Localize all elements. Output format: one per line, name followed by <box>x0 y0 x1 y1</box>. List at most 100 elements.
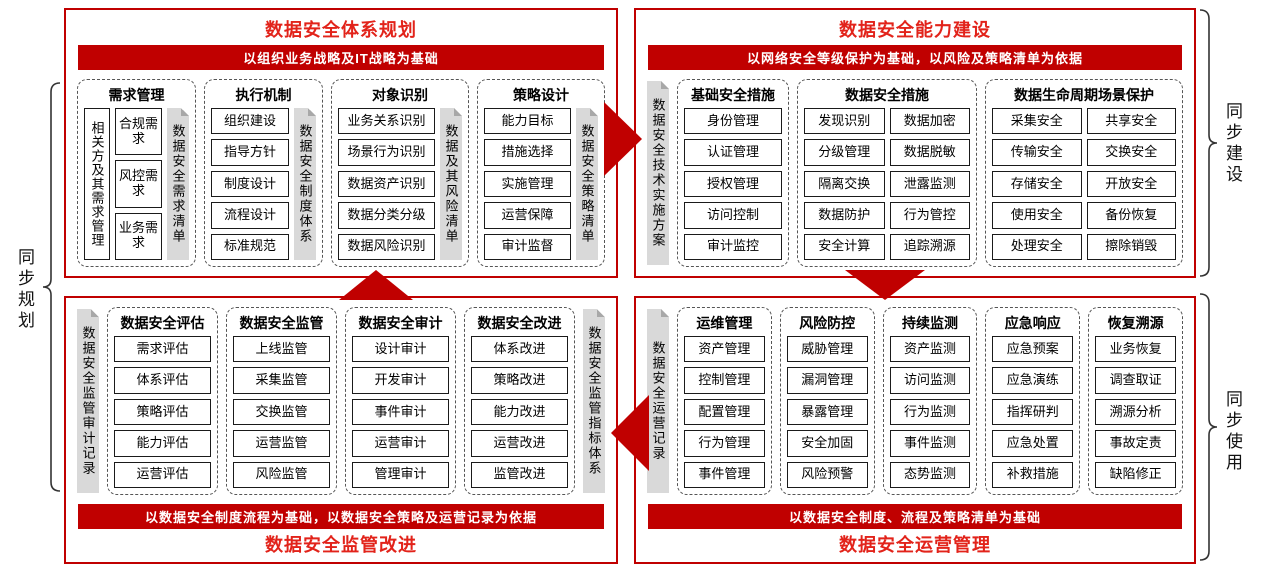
group-header: 恢复溯源 <box>1107 315 1164 331</box>
output-list-bar: 数据安全策略清单 <box>576 108 598 260</box>
group-header: 数据安全评估 <box>120 315 205 331</box>
group-header: 风险防控 <box>799 315 856 331</box>
group-strategy-design: 策略设计 能力目标 措施选择 实施管理 运营保障 审计监督 数据安全策略清单 <box>477 79 605 267</box>
item-box: 隔离交换 <box>804 170 885 198</box>
output-list-bar: 数据安全需求清单 <box>167 108 189 260</box>
quadrant-operations-management: 数据安全运营记录 运维管理 资产管理 控制管理 配置管理 行为管理 事件管理 风… <box>634 296 1196 564</box>
item-box: 访问控制 <box>684 202 782 229</box>
group-header: 数据安全改进 <box>477 315 562 331</box>
groups-row: 数据安全运营记录 运维管理 资产管理 控制管理 配置管理 行为管理 事件管理 风… <box>636 298 1194 504</box>
item-box: 运营评估 <box>114 461 211 489</box>
audit-records-bar: 数据安全监管审计记录 <box>77 309 99 493</box>
item-box: 共享安全 <box>1086 108 1176 135</box>
item-box: 事件管理 <box>684 461 765 489</box>
group-header: 应急响应 <box>1004 315 1061 331</box>
item-box: 威胁管理 <box>786 336 868 363</box>
item-box: 事故定责 <box>1095 430 1176 457</box>
groups-row: 数据安全监管审计记录 数据安全评估 需求评估 体系评估 策略评估 能力评估 运营… <box>66 298 616 504</box>
item-box: 策略评估 <box>114 398 211 426</box>
item-box: 认证管理 <box>684 139 782 166</box>
groups-row: 数据安全技术实施方案 基础安全措施 身份管理 认证管理 授权管理 访问控制 审计… <box>636 70 1194 276</box>
stakeholder-requirements-box: 相关方及其需求管理 <box>84 108 110 260</box>
group-execution: 执行机制 组织建设 指导方针 制度设计 流程设计 标准规范 数据安全制度体系 <box>204 79 323 267</box>
item-box: 体系改进 <box>471 336 568 363</box>
group-header: 需求管理 <box>108 87 165 103</box>
operation-records-bar: 数据安全运营记录 <box>647 309 669 493</box>
item-box: 业务关系识别 <box>338 108 435 135</box>
item-box: 交换监管 <box>233 398 330 426</box>
item-box: 采集安全 <box>992 108 1082 135</box>
item-box: 使用安全 <box>992 202 1082 229</box>
item-box: 备份恢复 <box>1086 202 1176 229</box>
group-header: 持续监测 <box>901 315 958 331</box>
item-box: 追踪溯源 <box>889 233 970 261</box>
group-ops-maintenance: 运维管理 资产管理 控制管理 配置管理 行为管理 事件管理 <box>677 307 772 495</box>
right-top-brace-icon <box>1199 9 1218 277</box>
item-box: 风险预警 <box>786 461 868 489</box>
output-list-bar: 数据安全制度体系 <box>294 108 316 260</box>
group-risk-prevention: 风险防控 威胁管理 漏洞管理 暴露管理 安全加固 风险预警 <box>779 307 875 495</box>
item-box: 实施管理 <box>484 170 571 198</box>
item-box: 上线监管 <box>233 336 330 363</box>
item-box: 身份管理 <box>684 108 782 135</box>
item-box: 传输安全 <box>992 139 1082 166</box>
item-box: 授权管理 <box>684 170 782 198</box>
item-box: 行为管控 <box>889 202 970 229</box>
item-box: 控制管理 <box>684 367 765 394</box>
item-box: 事件审计 <box>352 398 449 426</box>
item-box: 风险监管 <box>233 461 330 489</box>
group-emergency-response: 应急响应 应急预案 应急演练 指挥研判 应急处置 补救措施 <box>985 307 1081 495</box>
item-box: 处理安全 <box>992 233 1082 261</box>
item-box: 分级管理 <box>804 139 885 166</box>
item-box: 态势监测 <box>889 461 971 489</box>
item-box: 漏洞管理 <box>786 367 868 394</box>
item-box: 资产管理 <box>684 336 765 363</box>
item-box: 泄露监测 <box>889 170 970 198</box>
left-brace-icon <box>42 82 61 492</box>
group-header: 策略设计 <box>513 87 569 103</box>
item-box: 暴露管理 <box>786 398 868 426</box>
item-box: 调查取证 <box>1095 367 1176 394</box>
right-bottom-brace-icon <box>1199 293 1218 561</box>
item-box: 数据资产识别 <box>338 170 435 198</box>
item-box: 运营监管 <box>233 430 330 457</box>
item-box: 交换安全 <box>1086 139 1176 166</box>
item-box: 数据分类分级 <box>338 202 435 229</box>
group-header: 执行机制 <box>235 87 292 103</box>
item-box: 能力评估 <box>114 430 211 457</box>
group-requirements: 需求管理 相关方及其需求管理 合规需求 风控需求 业务需求 数据安全需求清单 <box>77 79 196 267</box>
item-box: 监管改进 <box>471 461 568 489</box>
item-box: 标准规范 <box>211 233 289 261</box>
item-box: 擦除销毁 <box>1086 233 1176 261</box>
groups-row: 需求管理 相关方及其需求管理 合规需求 风控需求 业务需求 数据安全需求清单 执… <box>66 70 616 276</box>
item-box: 应急演练 <box>992 367 1074 394</box>
item-box: 合规需求 <box>115 108 162 156</box>
quadrant-supervision-improvement: 数据安全监管审计记录 数据安全评估 需求评估 体系评估 策略评估 能力评估 运营… <box>64 296 618 564</box>
item-box: 事件监测 <box>889 430 971 457</box>
item-box: 制度设计 <box>211 170 289 198</box>
group-header: 运维管理 <box>696 315 753 331</box>
group-header: 基础安全措施 <box>691 87 775 103</box>
item-box: 组织建设 <box>211 108 289 135</box>
quadrant-title: 数据安全监管改进 <box>265 535 417 555</box>
item-box: 指导方针 <box>211 139 289 166</box>
item-box: 业务需求 <box>115 212 162 260</box>
item-box: 数据脱敏 <box>889 139 970 166</box>
item-box: 数据防护 <box>804 202 885 229</box>
item-box: 开放安全 <box>1086 170 1176 198</box>
item-box: 数据风险识别 <box>338 233 435 261</box>
side-label-sync-building: 同步建设 <box>1223 102 1242 186</box>
item-box: 应急预案 <box>992 336 1074 363</box>
group-security-assessment: 数据安全评估 需求评估 体系评估 策略评估 能力评估 运营评估 <box>107 307 218 495</box>
supervision-index-bar: 数据安全监管指标体系 <box>583 309 605 493</box>
item-box: 措施选择 <box>484 139 571 166</box>
group-header: 数据安全审计 <box>358 315 443 331</box>
quadrant-title: 数据安全能力建设 <box>839 20 991 40</box>
group-security-supervision: 数据安全监管 上线监管 采集监管 交换监管 运营监管 风险监管 <box>226 307 337 495</box>
item-box: 采集监管 <box>233 367 330 394</box>
item-box: 能力目标 <box>484 108 571 135</box>
item-box: 存储安全 <box>992 170 1082 198</box>
basis-banner: 以数据安全制度、流程及策略清单为基础 <box>648 504 1182 529</box>
quadrant-title: 数据安全体系规划 <box>265 20 417 40</box>
